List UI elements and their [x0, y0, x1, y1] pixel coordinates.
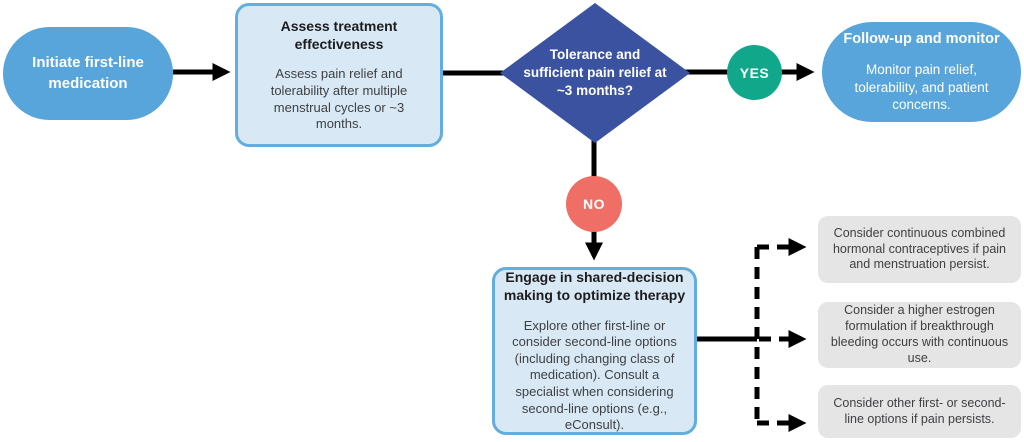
- option-box-2-text: Consider a higher estrogen formulation i…: [830, 303, 1009, 365]
- yes-badge-label: YES: [739, 64, 770, 81]
- option-box-2: Consider a higher estrogen formulation i…: [818, 302, 1021, 368]
- option-box-1: Consider continuous combined hormonal co…: [818, 216, 1021, 283]
- followup-node-body: Monitor pain relief, tolerability, and p…: [854, 62, 989, 113]
- option-box-3: Consider other first- or second-line opt…: [818, 385, 1021, 438]
- no-badge: NO: [566, 176, 622, 232]
- engage-node: Engage in shared-decision making to opti…: [492, 267, 697, 435]
- assess-node-title: Assess treatment effectiveness: [280, 18, 398, 53]
- start-node: Initiate first-line medication: [3, 27, 173, 120]
- assess-node: Assess treatment effectiveness Assess pa…: [235, 3, 443, 147]
- engage-node-title: Engage in shared-decision making to opti…: [503, 269, 686, 304]
- start-node-label: Initiate first-line medication: [32, 54, 144, 92]
- engage-node-body: Explore other first-line or consider sec…: [512, 317, 677, 433]
- option-box-3-text: Consider other first- or second-line opt…: [833, 395, 1006, 426]
- followup-node: Follow-up and monitor Monitor pain relie…: [822, 22, 1021, 122]
- assess-node-body: Assess pain relief and tolerability afte…: [270, 66, 408, 132]
- followup-node-title: Follow-up and monitor: [843, 31, 1000, 48]
- no-badge-label: NO: [583, 196, 605, 212]
- decision-diamond-label: Tolerance and sufficient pain relief at …: [523, 46, 667, 99]
- yes-badge: YES: [727, 45, 782, 100]
- option-box-1-text: Consider continuous combined hormonal co…: [832, 225, 1006, 272]
